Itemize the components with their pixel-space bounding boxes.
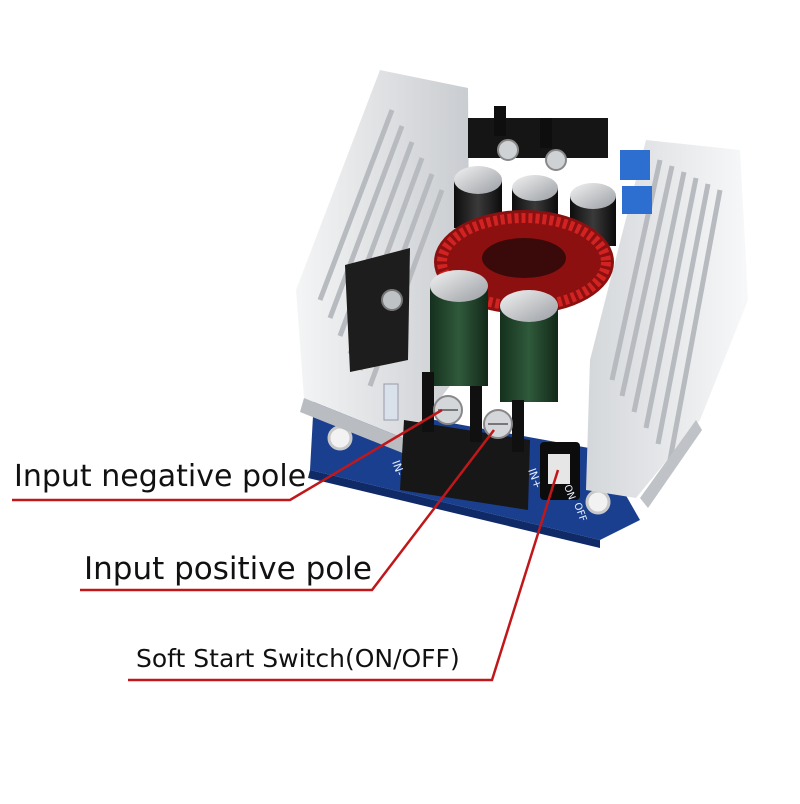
leader-line-switch bbox=[128, 469, 560, 682]
leader-line-negative bbox=[12, 408, 443, 502]
left-heatsink bbox=[296, 70, 470, 456]
leader-line-positive bbox=[80, 429, 495, 592]
trimmer-pot bbox=[620, 150, 650, 180]
label-input-negative-pole: Input negative pole bbox=[14, 459, 307, 494]
output-terminal bbox=[468, 106, 608, 171]
led bbox=[383, 383, 399, 421]
mount-hole bbox=[585, 489, 611, 515]
silk-on: ON bbox=[561, 483, 577, 501]
input-capacitors bbox=[430, 270, 558, 402]
label-input-positive-pole: Input positive pole bbox=[84, 551, 372, 587]
trimmer-pot bbox=[622, 186, 652, 214]
label-soft-start-switch: Soft Start Switch(ON/OFF) bbox=[136, 644, 460, 673]
soft-start-switch bbox=[540, 442, 580, 500]
input-terminal-block bbox=[400, 372, 530, 510]
right-heatsink bbox=[586, 140, 748, 508]
silk-in-minus: IN- bbox=[389, 459, 407, 478]
